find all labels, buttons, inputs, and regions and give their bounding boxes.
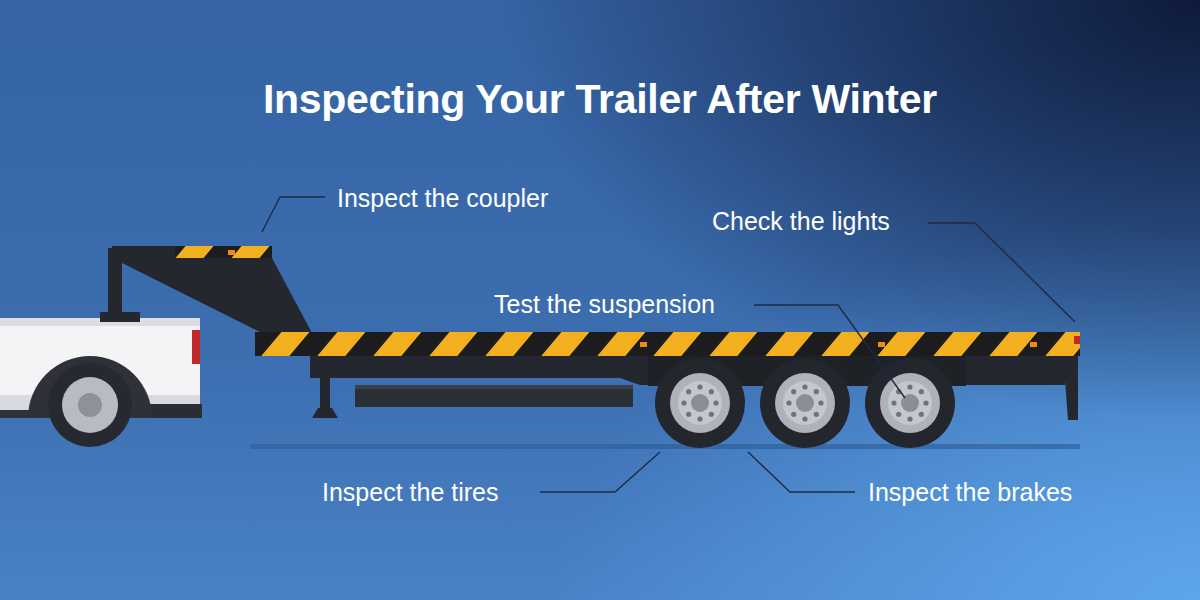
trailer-wheels <box>655 358 955 448</box>
callout-label: Test the suspension <box>494 290 715 319</box>
gooseneck <box>112 246 312 333</box>
lug-nut <box>791 412 796 417</box>
lug-nut <box>907 416 912 421</box>
lug-nut <box>919 389 924 394</box>
wheel-part <box>783 381 827 425</box>
lug-nut <box>896 412 901 417</box>
lug-nut <box>923 400 928 405</box>
title: Inspecting Your Trailer After Winter <box>263 76 937 123</box>
lug-nut <box>681 400 686 405</box>
wheel-part <box>880 373 940 433</box>
marker-light <box>640 342 647 347</box>
lug-nut <box>814 412 819 417</box>
coupler-plate <box>100 312 140 322</box>
lug-nut <box>786 400 791 405</box>
wheel-part <box>678 381 722 425</box>
lug-nut <box>709 412 714 417</box>
lug-nut <box>907 384 912 389</box>
marker-light <box>1030 342 1037 347</box>
lug-nut <box>891 400 896 405</box>
wheel-part <box>655 358 745 448</box>
callout-label: Inspect the brakes <box>868 478 1072 507</box>
callout-label: Inspect the coupler <box>337 184 548 213</box>
lug-nut <box>709 389 714 394</box>
wheel-part <box>865 358 955 448</box>
marker-light <box>878 342 885 347</box>
lug-nut <box>814 389 819 394</box>
tail-light <box>1074 336 1080 344</box>
lug-nut <box>818 400 823 405</box>
callout-label: Check the lights <box>712 207 890 236</box>
lug-nut <box>697 384 702 389</box>
trailer-deck <box>255 332 1080 356</box>
lug-nut <box>802 416 807 421</box>
lug-nut <box>686 412 691 417</box>
leader-lines <box>262 197 1075 492</box>
lug-nut <box>697 416 702 421</box>
wheel-part <box>670 373 730 433</box>
callout-label: Inspect the tires <box>322 478 498 507</box>
landing-jack <box>312 355 338 418</box>
lug-nut <box>802 384 807 389</box>
lug-nut <box>713 400 718 405</box>
wheel-part <box>760 358 850 448</box>
lug-nut <box>919 412 924 417</box>
ground-shadow <box>250 444 1080 449</box>
wheel-part <box>888 381 932 425</box>
pickup-truck <box>0 318 202 447</box>
wheel-part <box>796 394 814 412</box>
lug-nut <box>686 389 691 394</box>
lug-nut <box>791 389 796 394</box>
wheel-part <box>775 373 835 433</box>
wheel-part <box>691 394 709 412</box>
